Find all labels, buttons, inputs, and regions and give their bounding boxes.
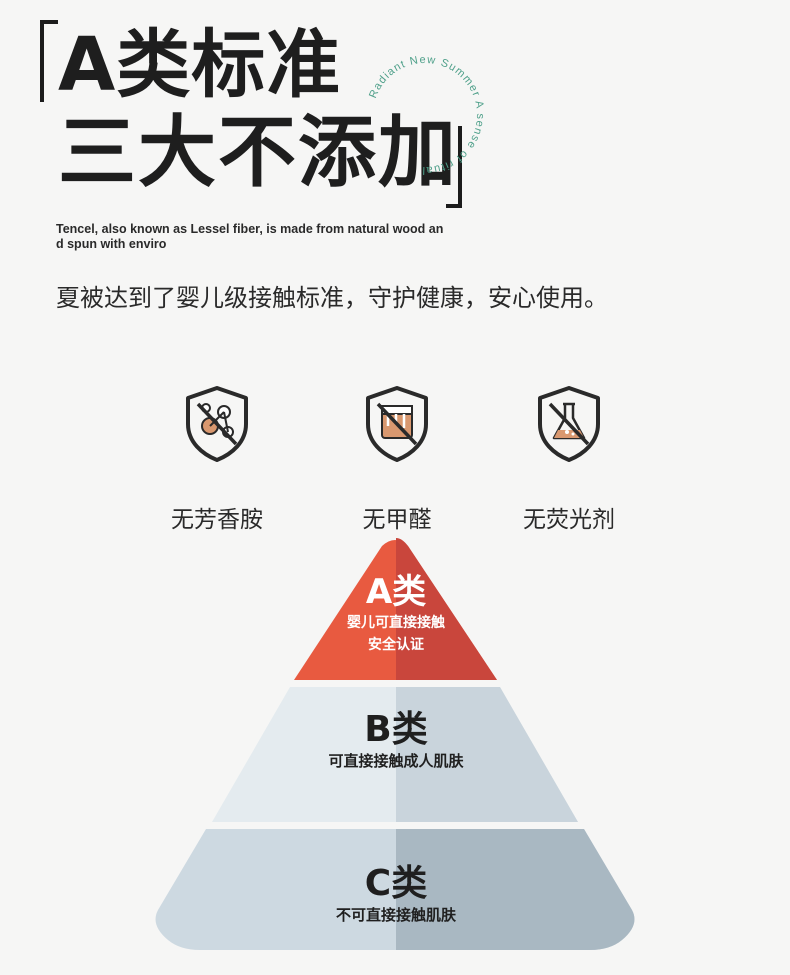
title-bracket-left [40, 20, 58, 102]
no-aromatic-amine-shield-icon [186, 386, 248, 462]
tier-a-desc-line1: 婴儿可直接接触 [347, 615, 445, 631]
tier-b-label: B类 可直接接触成人肌肤 [246, 710, 546, 772]
english-description: Tencel, also known as Lessel fiber, is m… [56, 222, 444, 251]
tier-b-grade: B类 [364, 709, 428, 750]
feature-label: 无甲醛 [362, 507, 432, 533]
subtitle: 夏被达到了婴儿级接触标准，守护健康，安心使用。 [56, 284, 608, 312]
feature-no-formaldehyde: 无甲醛 [322, 384, 472, 534]
tier-a-label: A类 婴儿可直接接触 安全认证 [246, 572, 546, 656]
page-title-line1: A类标准 [58, 22, 342, 108]
tier-c-label: C类 不可直接接触肌肤 [246, 864, 546, 926]
pyramid-tier-b-shade [396, 687, 578, 822]
tier-b-desc: 可直接接触成人肌肤 [328, 752, 464, 770]
feature-no-aromatic-amine: 无芳香胺 [142, 384, 292, 534]
pyramid-tier-c-shade [396, 829, 635, 950]
no-fluorescent-agent-shield-icon [538, 386, 600, 462]
feature-no-fluorescent-agent: 无荧光剂 [494, 384, 644, 534]
feature-label: 无芳香胺 [171, 507, 263, 533]
tier-c-grade: C类 [364, 863, 428, 904]
feature-label: 无荧光剂 [523, 507, 615, 533]
tier-a-grade: A类 [365, 572, 427, 612]
no-formaldehyde-shield-icon [366, 386, 428, 462]
circular-slogan: Radiant New Summer A sense of ritual [367, 54, 485, 176]
pyramid-tier-a-shade [396, 538, 497, 680]
page-title-line2: 三大不添加 [58, 108, 459, 198]
tier-a-desc-line2: 安全认证 [368, 637, 424, 653]
tier-c-desc: 不可直接接触肌肤 [335, 906, 456, 924]
title-bracket-right [446, 126, 462, 208]
